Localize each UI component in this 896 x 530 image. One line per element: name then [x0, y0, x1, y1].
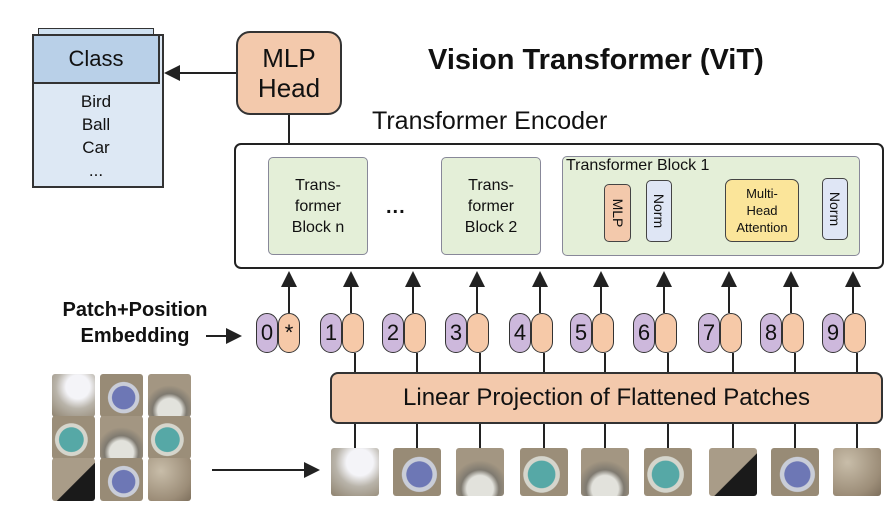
class-list: Bird Ball Car ...	[34, 90, 158, 182]
image-patch	[52, 458, 95, 501]
class-header: Class	[32, 34, 160, 84]
patch-token	[531, 313, 553, 353]
block-2-line: Trans-	[468, 176, 514, 194]
image-patch	[148, 458, 191, 501]
embedding-label-line-2: Embedding	[80, 325, 190, 347]
input-image-grid	[52, 374, 202, 501]
patch-token	[404, 313, 426, 353]
block-2-line: Block 2	[464, 218, 518, 236]
position-token: 7	[698, 313, 720, 353]
norm-label: Norm	[827, 191, 843, 227]
image-patch	[100, 374, 143, 417]
flattened-patch	[644, 448, 692, 496]
attention-line: Attention	[736, 220, 788, 235]
mlp-head-box: MLP Head	[236, 31, 342, 115]
flattened-patch	[456, 448, 504, 496]
patch-token	[720, 313, 742, 353]
mlp-sublayer-label: MLP	[609, 198, 626, 228]
flattened-patch	[520, 448, 568, 496]
patch-token	[844, 313, 866, 353]
transformer-block-2: Trans- former Block 2	[441, 157, 541, 255]
patch-token	[655, 313, 677, 353]
class-item: Car	[82, 138, 110, 157]
norm-layer-2: Norm	[646, 180, 672, 242]
attention-line: Head	[746, 203, 778, 218]
position-token: 1	[320, 313, 342, 353]
position-token: 4	[509, 313, 531, 353]
ellipsis: ...	[386, 196, 406, 218]
flattened-patch	[833, 448, 881, 496]
norm-label: Norm	[651, 193, 667, 229]
block-n-line: Block n	[291, 218, 345, 236]
image-patch	[148, 374, 191, 417]
encoder-title: Transformer Encoder	[372, 107, 608, 135]
linear-projection: Linear Projection of Flattened Patches	[330, 372, 883, 424]
class-item: ...	[88, 161, 104, 180]
class-token: *	[278, 313, 300, 353]
position-token: 3	[445, 313, 467, 353]
image-patch	[100, 458, 143, 501]
norm-layer-1: Norm	[822, 178, 848, 240]
flattened-patch	[709, 448, 757, 496]
image-patch	[52, 374, 95, 417]
flattened-patch	[331, 448, 379, 496]
patch-token	[467, 313, 489, 353]
patch-token	[592, 313, 614, 353]
position-token: 6	[633, 313, 655, 353]
class-item: Ball	[81, 115, 111, 134]
embedding-label: Patch+Position Embedding	[44, 297, 226, 349]
embedding-label-line-1: Patch+Position	[62, 299, 208, 321]
position-token: 0	[256, 313, 278, 353]
block-2-line: former	[467, 197, 515, 215]
attention-line: Multi-	[746, 186, 778, 201]
multi-head-attention: Multi- Head Attention	[725, 179, 799, 242]
flattened-patch	[771, 448, 819, 496]
flattened-patch	[581, 448, 629, 496]
block-1-title: Transformer Block 1	[566, 157, 710, 174]
position-token: 9	[822, 313, 844, 353]
image-patch	[148, 416, 191, 459]
mlp-head-line-2: Head	[257, 73, 321, 103]
position-token: 5	[570, 313, 592, 353]
position-token: 8	[760, 313, 782, 353]
transformer-block-n: Trans- former Block n	[268, 157, 368, 255]
block-n-line: Trans-	[295, 176, 341, 194]
mlp-head-line-1: MLP	[262, 43, 316, 73]
class-item: Bird	[80, 92, 112, 111]
mlp-sublayer: MLP	[604, 184, 631, 242]
position-token: 2	[382, 313, 404, 353]
block-n-line: former	[294, 197, 342, 215]
patch-token	[782, 313, 804, 353]
image-patch	[100, 416, 143, 459]
flattened-patch	[393, 448, 441, 496]
diagram-title: Vision Transformer (ViT)	[428, 44, 764, 76]
image-patch	[52, 416, 95, 459]
patch-token	[342, 313, 364, 353]
